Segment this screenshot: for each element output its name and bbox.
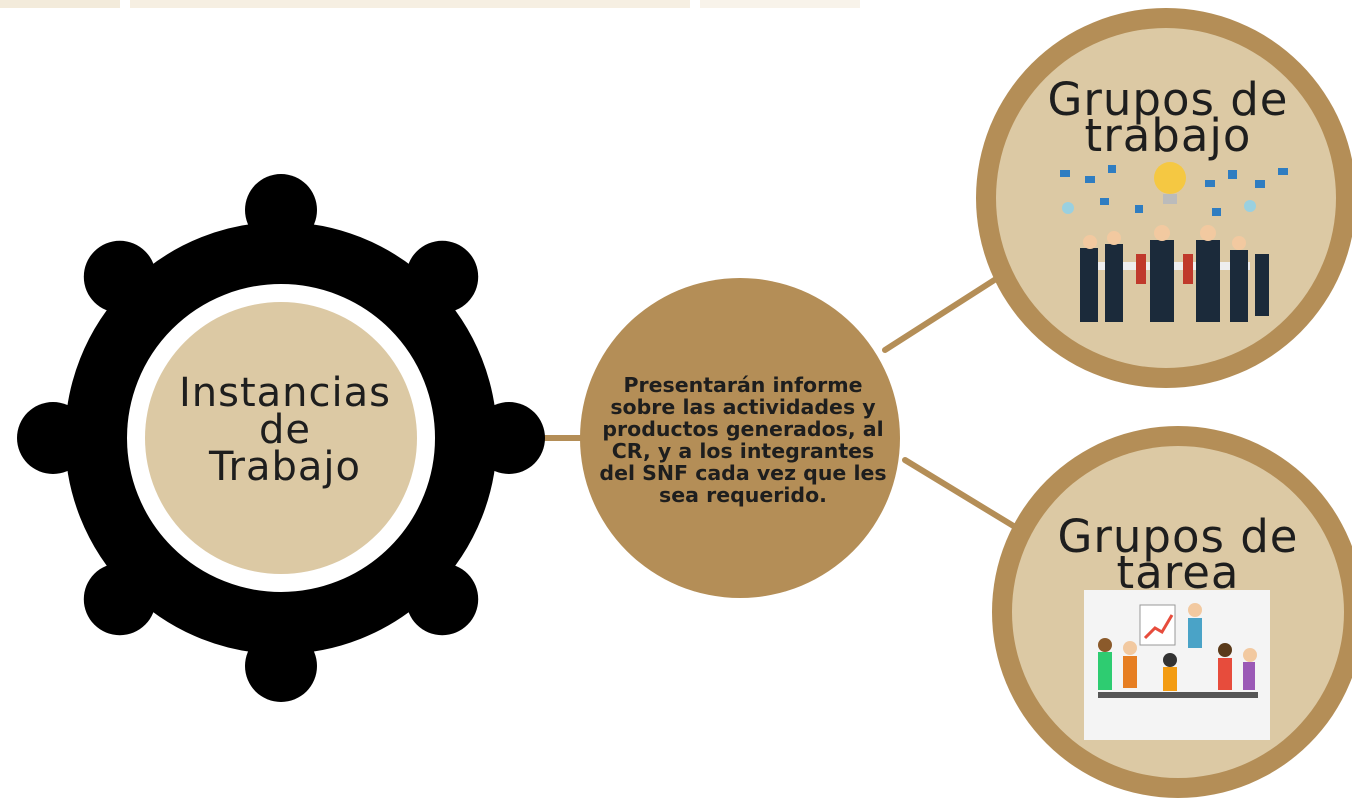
branch-title-line: Grupos de bbox=[1047, 73, 1289, 126]
branch-title-task: Grupos de tarea bbox=[1030, 510, 1326, 599]
person-head-icon bbox=[406, 240, 479, 313]
person-head-icon bbox=[406, 563, 479, 636]
branch-title-line: Grupos de bbox=[1057, 510, 1299, 563]
main-title-line: Trabajo bbox=[209, 443, 361, 490]
center-info-circle bbox=[580, 278, 900, 598]
person-head-icon bbox=[17, 402, 89, 474]
task-team-meeting-icon bbox=[1084, 590, 1270, 740]
person-head-icon bbox=[83, 563, 156, 636]
connector-center-to-task bbox=[902, 457, 1023, 533]
main-title-disc bbox=[145, 302, 417, 574]
person-head-icon bbox=[473, 402, 545, 474]
top-decorative-band bbox=[0, 0, 1352, 8]
person-head-icon bbox=[245, 630, 317, 702]
work-team-meeting-icon bbox=[1060, 162, 1288, 322]
people-circle-icon bbox=[17, 174, 545, 702]
main-title: Instancias de Trabajo bbox=[150, 330, 420, 530]
branch-title-line: trabajo bbox=[1084, 109, 1252, 162]
main-title-line: Instancias bbox=[179, 369, 391, 416]
branch-title-work: Grupos de trabajo bbox=[1020, 73, 1316, 162]
person-head-icon bbox=[245, 174, 317, 246]
main-title-line: de bbox=[259, 406, 311, 453]
connector-center-to-work bbox=[882, 267, 1013, 353]
person-head-icon bbox=[83, 240, 156, 313]
branch-title-line: tarea bbox=[1116, 546, 1240, 599]
center-info-text: Presentarán informe sobre las actividade… bbox=[599, 373, 887, 507]
